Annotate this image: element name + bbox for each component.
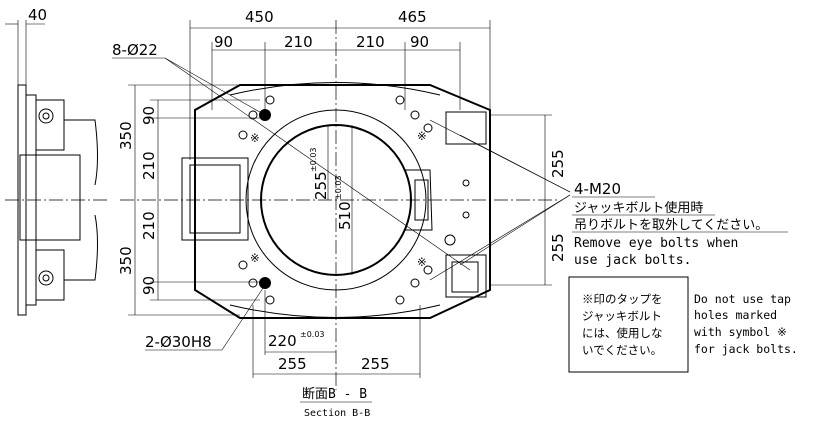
box-en-2: holes marked: [694, 308, 777, 322]
dim-right-255-top: 255: [549, 149, 567, 178]
dim-left-90-top: 90: [140, 106, 158, 125]
dim-top-90-left: 90: [214, 33, 233, 51]
dim-top-210-left: 210: [284, 33, 313, 51]
svg-text:※: ※: [417, 129, 427, 143]
note-jp-line2: 吊りボルトを取外してください。: [574, 218, 768, 233]
note-en-line1: Remove eye bolts when: [574, 236, 738, 251]
dim-left-350-top: 350: [117, 121, 135, 150]
left-dimensions: [128, 84, 260, 316]
box-en-3: with symbol ※: [694, 325, 787, 339]
note-en-line2: use jack bolts.: [574, 253, 691, 268]
svg-text:※: ※: [250, 131, 260, 145]
box-en-4: for jack bolts.: [694, 342, 798, 356]
dim-right-255-bottom: 255: [549, 233, 567, 262]
box-jp-2: ジャッキボルト: [582, 309, 662, 323]
dim-bottom-255-right: 255: [361, 355, 390, 373]
caption-jp: 断面B - B: [302, 387, 367, 402]
dim-side-width: 40: [28, 6, 47, 24]
dim-left-90-bottom: 90: [140, 276, 158, 295]
dim-pin-offset-tol: ±0.03: [300, 330, 325, 339]
dim-bore-radius: 255: [312, 171, 330, 200]
jack-bolt-warning-box: [568, 276, 689, 373]
dim-bore-dia-tol: ±0.03: [334, 175, 343, 200]
dim-left-350-bottom: 350: [117, 246, 135, 275]
dim-right-half: 465: [398, 8, 427, 26]
note-tap: 4-M20: [574, 180, 621, 198]
note-jp-line1: ジャッキボルト使用時: [574, 200, 703, 216]
dim-left-210-top: 210: [140, 151, 158, 180]
caption-en: Section B-B: [304, 408, 370, 419]
label-holes-22: 8-Ø22: [112, 41, 158, 59]
dim-bottom-255-left: 255: [278, 355, 307, 373]
svg-text:※: ※: [250, 251, 260, 265]
dim-bore-radius-tol: ±0.03: [309, 147, 318, 172]
dim-left-210-bottom: 210: [140, 211, 158, 240]
top-dimensions: [189, 20, 491, 160]
box-en-1: Do not use tap: [694, 292, 791, 306]
dim-left-half: 450: [245, 8, 274, 26]
dim-bore-dia: 510: [336, 201, 354, 230]
right-dimensions: [429, 114, 571, 286]
box-jp-3: には、使用しな: [582, 326, 663, 340]
box-jp-1: ※印のタップを: [582, 292, 663, 306]
dim-top-210-right: 210: [356, 33, 385, 51]
side-view: [5, 20, 110, 316]
dim-pin-offset: 220: [268, 332, 297, 350]
svg-text:※: ※: [417, 255, 427, 269]
box-jp-4: いでください。: [582, 343, 662, 357]
label-pin-holes: 2-Ø30H8: [145, 333, 212, 351]
dim-top-90-right: 90: [410, 33, 429, 51]
